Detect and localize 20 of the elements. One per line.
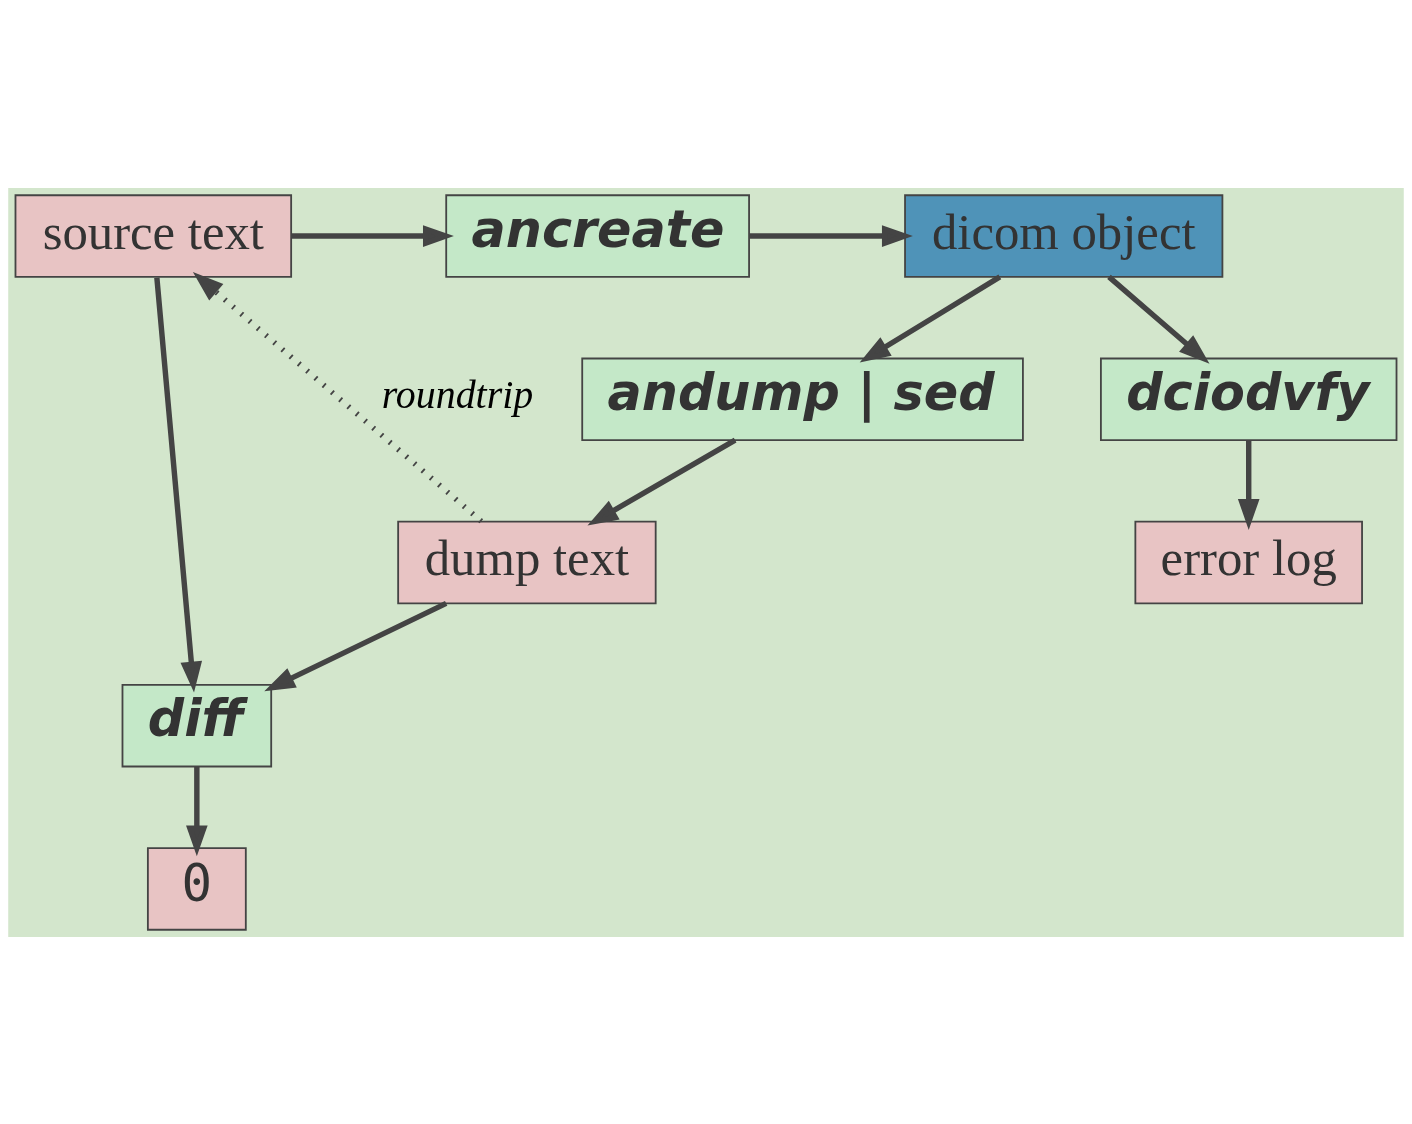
node-box: andump | sed [581,357,1024,441]
arrow [291,224,454,247]
node-box: error log [1134,520,1363,604]
node-box: dump text [397,520,657,604]
node-box: source text [14,193,293,278]
node-box: dicom object [904,193,1224,278]
arrow [186,766,208,856]
arrow [859,274,1002,363]
arrow [1107,274,1210,364]
arrow [264,600,448,691]
edge-label: roundtrip [381,371,534,417]
arrow [154,276,203,692]
arrow [1237,440,1260,530]
node-box: dciodvfy [1100,357,1398,441]
arrow [587,437,737,526]
node-box: diff [121,683,273,767]
arrow [192,271,484,523]
node-box: ancreate [445,193,750,278]
arrow [749,224,913,247]
node-box: 0 [146,846,247,931]
